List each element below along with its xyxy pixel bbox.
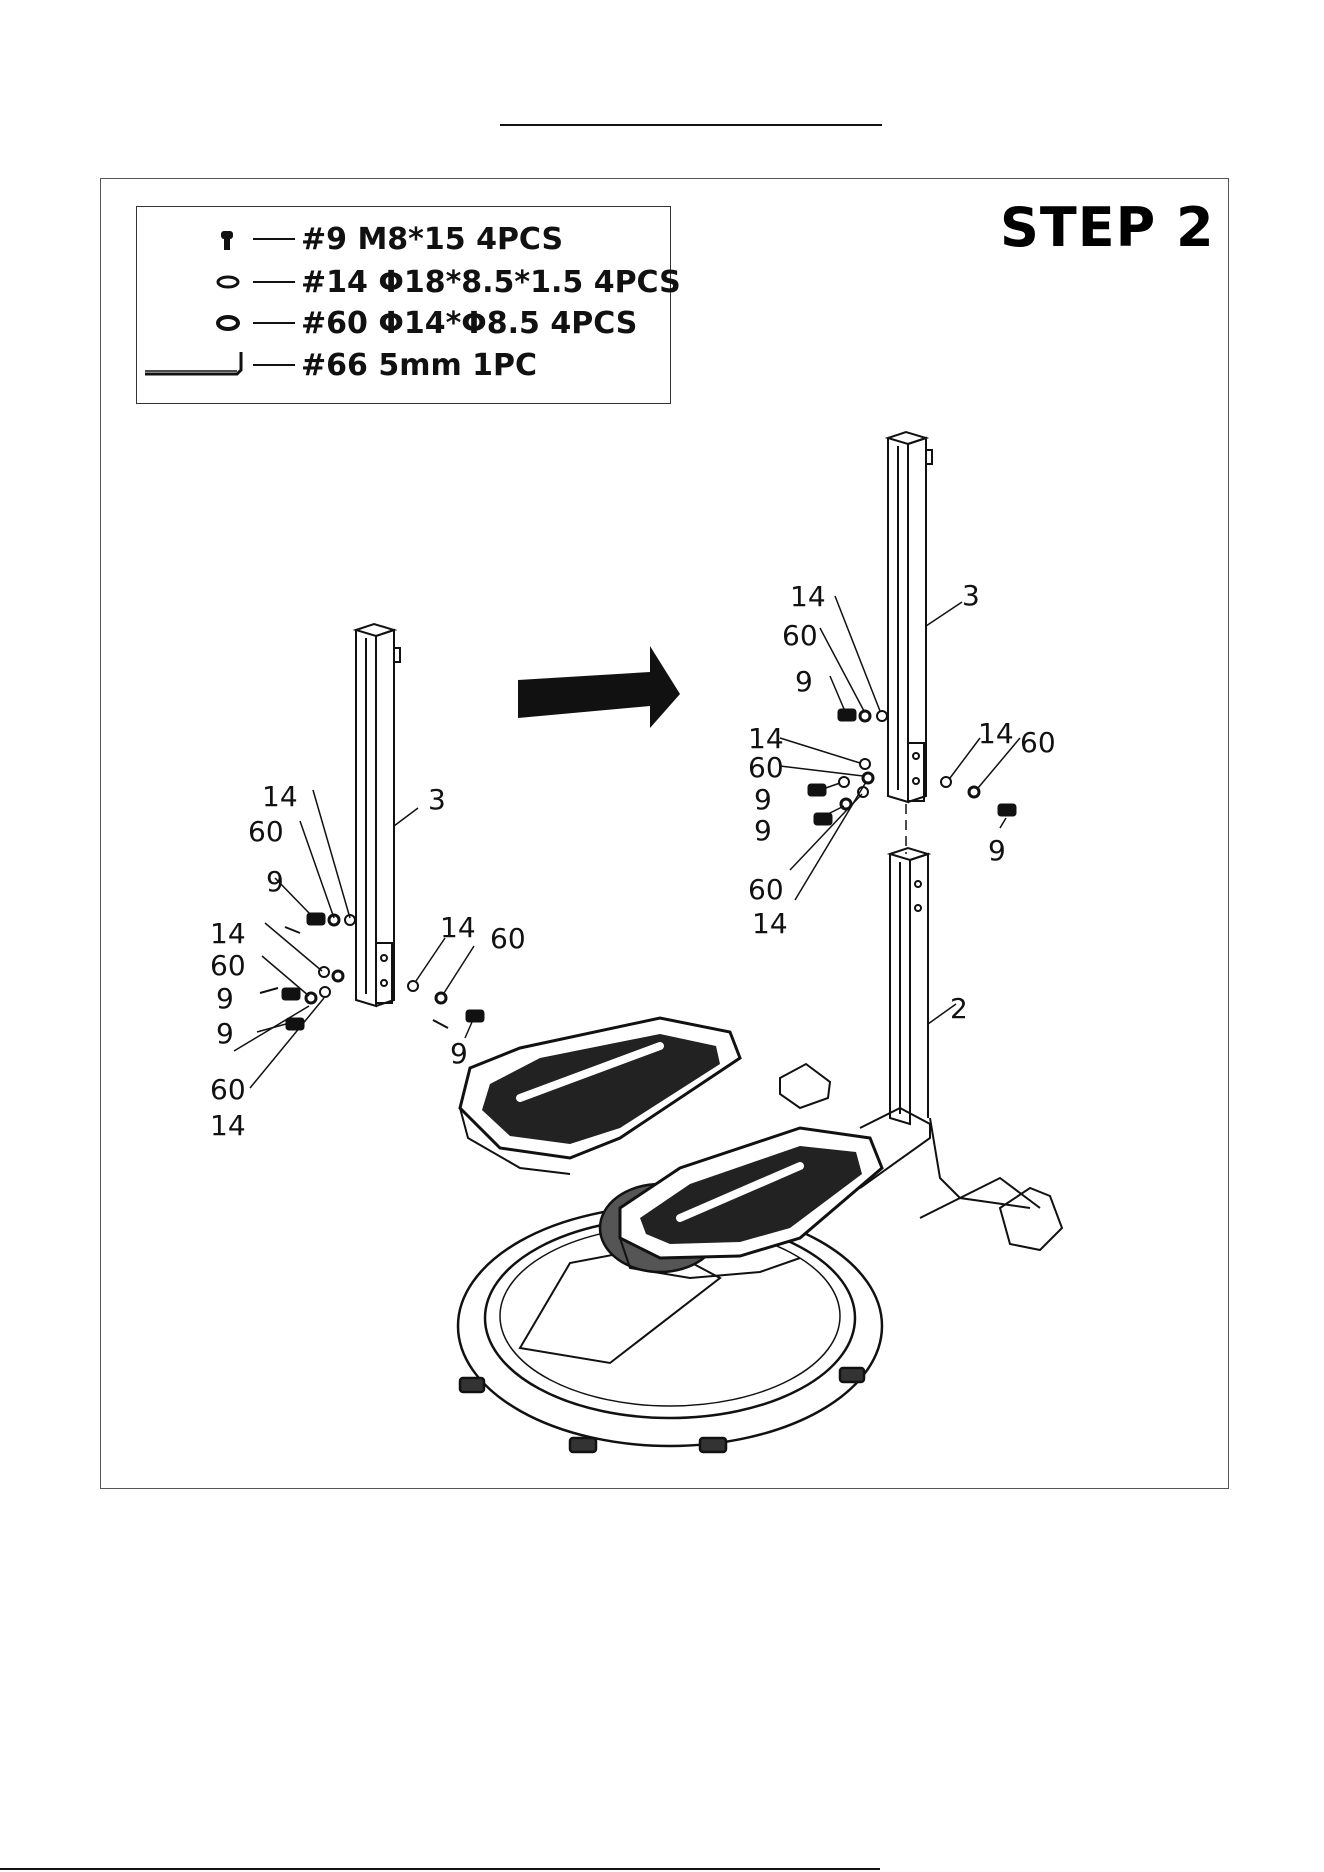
- callout-label: 9: [988, 834, 1006, 867]
- callout-label: 9: [795, 665, 813, 698]
- callout-label: 60: [1020, 726, 1056, 759]
- callout-label: 60: [210, 1073, 246, 1106]
- callout-label: 60: [748, 873, 784, 906]
- callout-label: 60: [490, 922, 526, 955]
- callout-label: 60: [748, 751, 784, 784]
- left-upright-tube: [356, 624, 400, 1006]
- callout-label: 14: [210, 1109, 246, 1142]
- callout-label: 14: [752, 907, 788, 940]
- callout-label: 9: [216, 1017, 234, 1050]
- callout-label: 14: [210, 917, 246, 950]
- left-pedal: [460, 1018, 740, 1174]
- callout-label: 60: [782, 619, 818, 652]
- callout-label: 9: [216, 982, 234, 1015]
- callout-label: 3: [428, 783, 446, 816]
- callout-label: 3: [962, 579, 980, 612]
- footer-rule: [0, 1868, 880, 1870]
- callout-label: 14: [262, 780, 298, 813]
- callout-label: 9: [754, 783, 772, 816]
- callout-label: 14: [440, 911, 476, 944]
- assembly-diagram: 14 60 9 14 60 9 9 60 14 3 14 60 9: [100, 178, 1229, 1489]
- callout-label: 14: [790, 580, 826, 613]
- right-callouts: 14 60 9 14 60 9 9 60 14 3 2 14 60 9: [748, 579, 1056, 1025]
- header-rule: [500, 124, 882, 126]
- right-upright-tube: [888, 432, 932, 802]
- callout-label: 14: [978, 717, 1014, 750]
- callout-label: 9: [754, 814, 772, 847]
- callout-label: 60: [210, 949, 246, 982]
- callout-label: 60: [248, 815, 284, 848]
- base-post: [890, 848, 928, 1124]
- callout-label: 2: [950, 992, 968, 1025]
- callout-label: 9: [450, 1037, 468, 1070]
- direction-arrow-icon: [518, 646, 680, 728]
- callout-label: 9: [266, 865, 284, 898]
